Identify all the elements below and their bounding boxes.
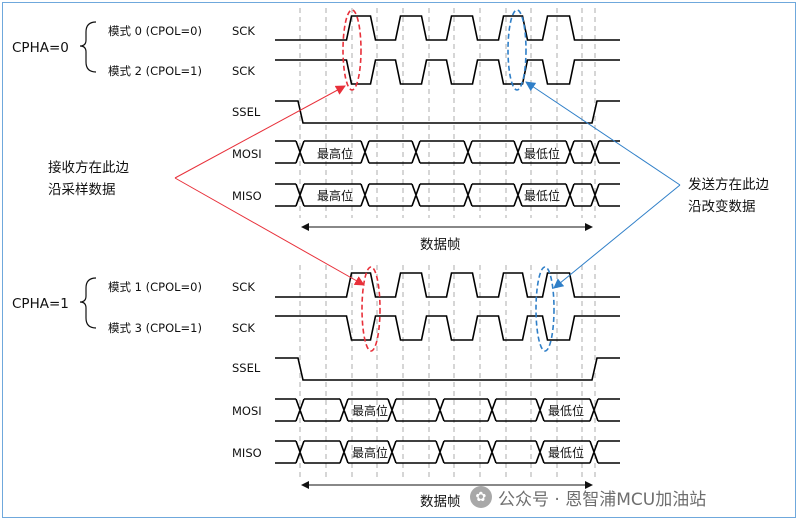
waveforms [275, 15, 620, 464]
msb-miso-1: 最高位 [352, 445, 388, 460]
sck-label-3: SCK [232, 280, 255, 294]
wechat-logo-icon: ✿ [470, 486, 492, 508]
lsb-mosi-1: 最低位 [548, 403, 584, 418]
mosi-wave-0 [275, 140, 620, 164]
sck-mode3-wave [275, 315, 620, 341]
receiver-arrow-bottom [174, 177, 365, 286]
sck-label-2: SCK [232, 64, 255, 78]
sender-text-2: 沿改变数据 [688, 199, 756, 215]
frame-label-1: 数据帧 [420, 494, 461, 510]
msb-mosi-1: 最高位 [352, 403, 388, 418]
mosi-label-2: MOSI [232, 404, 262, 418]
sample-edge-ellipse-1 [361, 266, 381, 352]
mosi-label-1: MOSI [232, 147, 262, 161]
sck-label-1: SCK [232, 24, 255, 38]
sample-edge-ellipse-0 [342, 9, 362, 91]
sck-label-4: SCK [232, 321, 255, 335]
ssel-wave-1 [275, 357, 620, 381]
cpha1-mode-b: 模式 3 (CPOL=1) [108, 321, 202, 335]
grid-lines-cpha0 [299, 8, 596, 218]
miso-label-2: MISO [232, 446, 262, 460]
sender-text-1: 发送方在此边 [688, 177, 769, 193]
cpha0-label: CPHA=0 [12, 40, 69, 56]
sender-arrow-top [525, 81, 681, 186]
bracket-cpha1 [79, 277, 97, 329]
bracket-cpha0 [79, 21, 97, 73]
receiver-arrow-top [174, 85, 346, 179]
miso-wave-0 [275, 183, 620, 207]
receiver-text-1: 接收方在此边 [48, 159, 129, 176]
ssel-label-2: SSEL [232, 361, 261, 375]
miso-label-1: MISO [232, 189, 262, 203]
msb-mosi-0: 最高位 [317, 146, 353, 161]
frame-label-0: 数据帧 [420, 237, 461, 253]
lsb-mosi-0: 最低位 [524, 146, 560, 161]
sck-mode1-wave [275, 272, 620, 298]
mosi-wave-1 [275, 398, 620, 422]
sck-mode2-wave [275, 59, 620, 85]
cpha0-mode-a: 模式 0 (CPOL=0) [108, 24, 202, 38]
change-edge-ellipse-1 [535, 266, 555, 352]
miso-wave-1 [275, 440, 620, 464]
cpha0-mode-b: 模式 2 (CPOL=1) [108, 64, 202, 78]
lsb-miso-1: 最低位 [548, 445, 584, 460]
cpha1-mode-a: 模式 1 (CPOL=0) [108, 280, 202, 294]
cpha1-label: CPHA=1 [12, 296, 69, 312]
lsb-miso-0: 最低位 [524, 188, 560, 203]
sck-mode0-wave [275, 15, 620, 41]
sender-arrow-bottom [553, 184, 681, 289]
watermark: ✿ 公众号 · 恩智浦MCU加油站 [470, 482, 790, 512]
receiver-text-2: 沿采样数据 [48, 182, 116, 198]
ssel-wave-0 [275, 100, 620, 124]
watermark-text: 公众号 · 恩智浦MCU加油站 [498, 489, 707, 510]
ssel-label-1: SSEL [232, 105, 261, 119]
msb-miso-0: 最高位 [317, 188, 353, 203]
change-edge-ellipse-0 [507, 9, 527, 91]
